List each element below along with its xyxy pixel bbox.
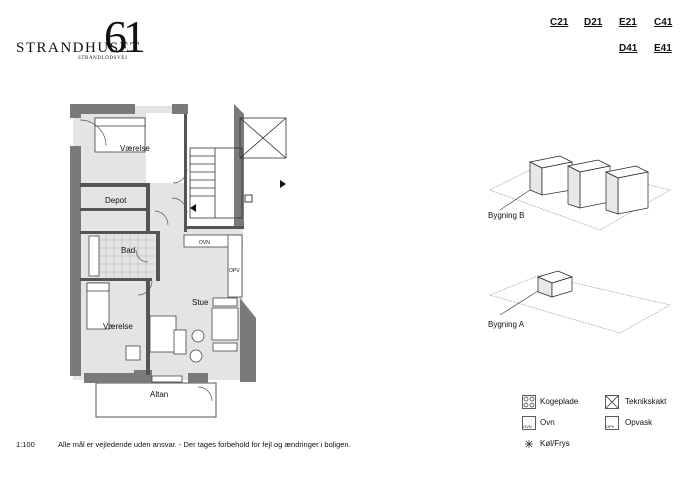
disclaimer-text: Alle mål er vejledende uden ansvar. - De… [58,440,351,449]
oven-icon-label: OVN [523,424,532,429]
oven-icon [522,416,536,430]
legend-label-shaft: Teknikskakt [625,397,667,406]
room-label-stue: Stue [192,298,209,307]
room-label-vaerelse-top: Værelse [120,144,150,153]
room-label-depot: Depot [105,196,127,205]
legend-label-hob: Kogeplade [540,397,579,406]
plan-oven-mark: OVN [199,240,210,246]
unit-link-c41[interactable]: C41 [654,17,673,28]
building-b-label: Bygning B [488,211,525,220]
floor-plan [70,104,290,418]
scale-label: 1:100 [16,440,35,449]
room-label-vaerelse-bottom: Værelse [103,322,133,331]
logo-number: 61 [104,11,146,62]
fridge-icon [525,440,533,448]
unit-link-d41[interactable]: D41 [619,43,638,54]
logo-wordmark: STRANDHUSET [16,40,141,56]
dishwasher-icon [605,416,619,430]
plan-dishwasher-mark: OPV [229,268,240,274]
shaft-icon [605,395,619,409]
unit-link-e21[interactable]: E21 [619,17,637,28]
unit-link-d21[interactable]: D21 [584,17,603,28]
logo-subtitle: STRANDLODSVEJ [78,56,128,61]
unit-link-e41[interactable]: E41 [654,43,672,54]
legend-label-dishwasher: Opvask [625,418,653,427]
dishwasher-icon-label: OPV [606,424,615,429]
building-b-sketch [489,155,671,231]
hob-icon [522,395,536,409]
room-label-altan: Altan [150,390,169,399]
building-a-label: Bygning A [488,320,525,329]
unit-link-c21[interactable]: C21 [550,17,569,28]
legend-label-fridge: Køl/Frys [540,439,570,448]
room-label-bad: Bad [121,246,136,255]
legend-label-oven: Ovn [540,418,555,427]
building-a-sketch [489,270,671,334]
